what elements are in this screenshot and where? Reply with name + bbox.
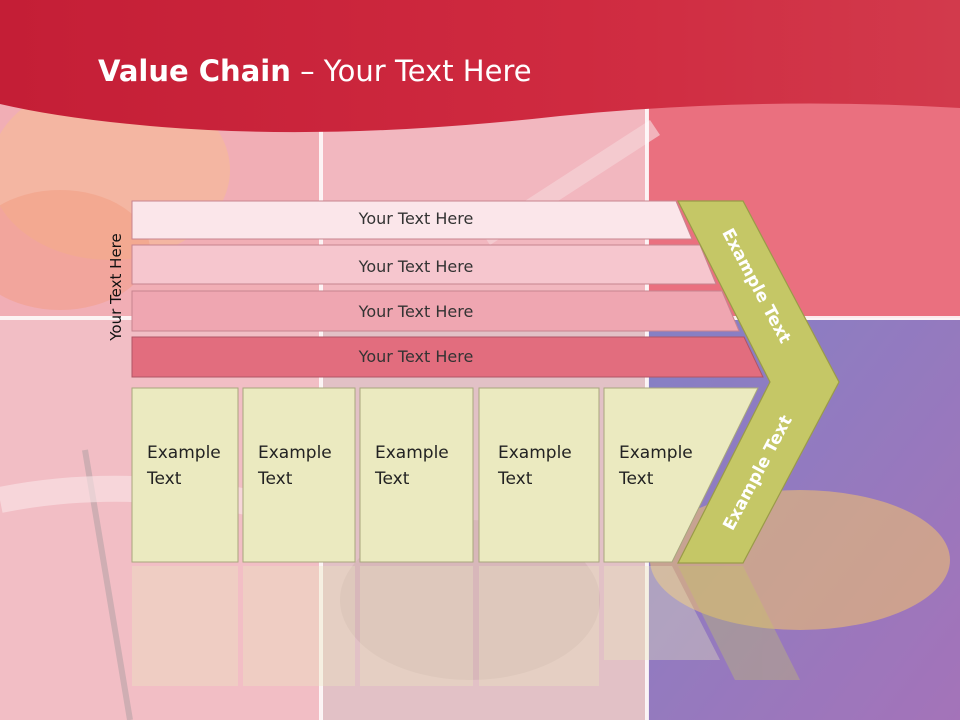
row-band-4 — [131, 336, 764, 378]
row-label-3: Your Text Here — [358, 302, 474, 321]
box-3-line1: Example — [375, 443, 449, 463]
arrow-chevron — [677, 200, 840, 564]
slide-title: Value Chain – Your Text Here — [98, 54, 532, 88]
row-label-2: Your Text Here — [358, 257, 474, 276]
box-5-line2: Text — [619, 469, 654, 489]
activity-box-3 — [359, 387, 474, 563]
box-2-line1: Example — [258, 443, 332, 463]
box-1-line1: Example — [147, 443, 221, 463]
box-5-line1: Example — [619, 443, 693, 463]
title-rest: – Your Text Here — [290, 54, 532, 88]
row-band-2 — [131, 244, 717, 285]
row-label-4: Your Text Here — [358, 347, 474, 366]
box-2-line2: Text — [258, 469, 293, 489]
box-4-line1: Example — [498, 443, 572, 463]
activity-box-1 — [131, 387, 239, 563]
activity-box-4 — [478, 387, 600, 563]
row-label-1: Your Text Here — [358, 209, 474, 228]
row-band-3 — [131, 290, 740, 332]
box-3-line2: Text — [375, 469, 410, 489]
activity-box-2 — [242, 387, 356, 563]
row-band-1 — [131, 200, 693, 240]
box-4-line2: Text — [498, 469, 533, 489]
activity-box-5 — [603, 387, 759, 563]
title-bold: Value Chain — [98, 54, 291, 88]
box-1-line2: Text — [147, 469, 182, 489]
